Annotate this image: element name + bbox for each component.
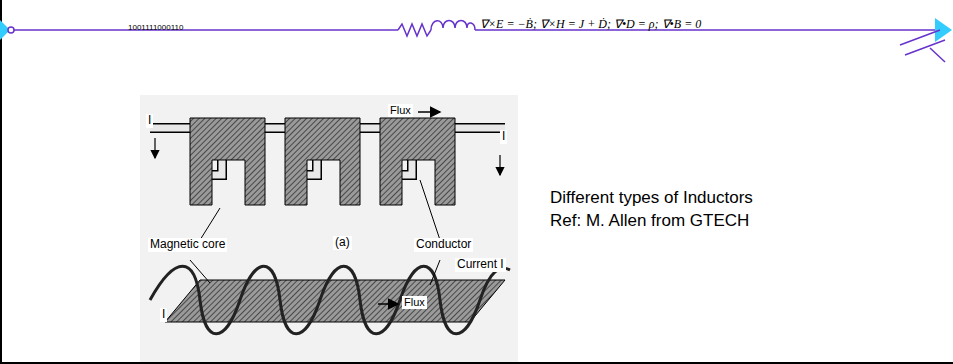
part-name: Conductor xyxy=(414,238,473,252)
leader-line xyxy=(420,180,440,240)
header-line xyxy=(14,29,398,31)
capacitor-symbol xyxy=(930,48,945,62)
current-label: I xyxy=(160,308,167,322)
binary-number: 1001111000110 xyxy=(128,23,183,32)
illustration-ground xyxy=(140,95,518,362)
inductor-symbol xyxy=(431,21,475,31)
maxwell-equations: ∇×E = −Ḃ; ∇×H = J + Ḋ; ∇•D = ρ; ∇•B = 0 xyxy=(480,18,701,32)
frame-line xyxy=(0,362,953,364)
part-name: Magnetic core xyxy=(148,238,227,252)
resistor-symbol xyxy=(398,24,431,36)
current-label: I xyxy=(146,114,153,128)
frame-line xyxy=(0,0,2,364)
flux-label: Flux xyxy=(402,296,427,309)
slide-text: Different types of Inductors xyxy=(550,188,753,208)
current-label: Current I xyxy=(455,258,506,272)
leader-line xyxy=(190,260,210,283)
header-dot xyxy=(8,27,14,33)
leader-line xyxy=(430,260,440,285)
capacitor-symbol xyxy=(905,40,945,55)
flux-label: Flux xyxy=(388,104,413,117)
meander-inductor xyxy=(150,112,505,205)
capacitor-symbol xyxy=(900,30,940,45)
figure-number: (a) xyxy=(333,236,352,250)
reference-text: Ref: M. Allen from GTECH xyxy=(550,211,749,231)
header-arrow xyxy=(935,18,952,42)
leader-line xyxy=(200,208,220,240)
current-label: I xyxy=(500,130,507,144)
